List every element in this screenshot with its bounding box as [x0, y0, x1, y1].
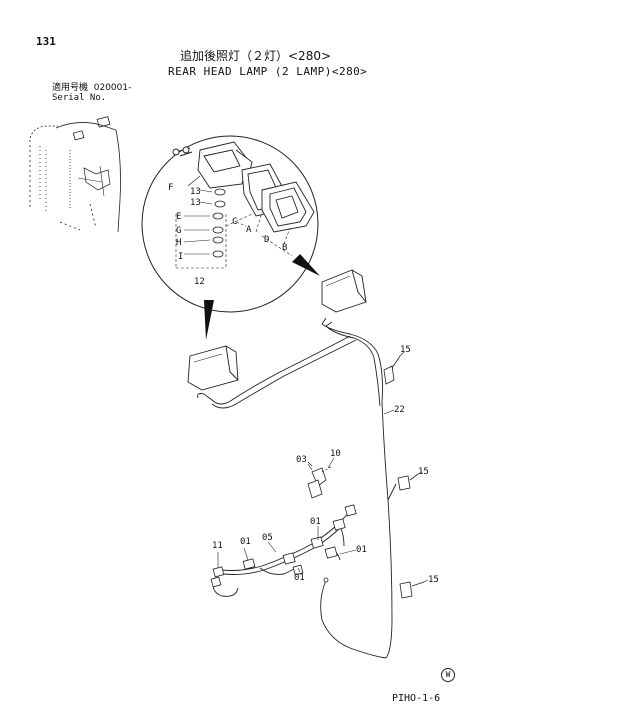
watermark-mark: W	[441, 668, 455, 682]
page-number: 131	[36, 35, 56, 48]
serial-label-en: Serial No.	[52, 93, 107, 103]
harness-22	[197, 317, 397, 659]
callout-01-a: 01	[240, 537, 251, 547]
callout-05: 05	[262, 533, 273, 543]
detail-pointers	[204, 254, 320, 340]
callout-15-top: 15	[400, 345, 411, 355]
lamp-exploded-view	[172, 141, 315, 233]
callout-15-bottom: 15	[428, 575, 439, 585]
callout-01-b: 01	[310, 517, 321, 527]
callout-F: F	[168, 183, 173, 193]
callout-11: 11	[212, 541, 223, 551]
callout-I: I	[178, 252, 183, 262]
callout-01-d: 01	[356, 545, 367, 555]
callout-D: D	[264, 235, 269, 245]
sub-harness-05	[212, 507, 387, 659]
callout-B: B	[282, 243, 287, 253]
callout-H: H	[176, 238, 181, 248]
footer-code: PIHO-1-6	[392, 693, 441, 704]
callout-22: 22	[394, 405, 405, 415]
machine-sketch	[29, 116, 121, 233]
clip-15-top	[383, 355, 401, 385]
callout-13a: 13	[190, 187, 201, 197]
serial-value: 020001-	[93, 83, 132, 93]
left-lamp	[187, 345, 239, 391]
callout-labels: F 13 13 E C G A H D B I 12 15 22 10 03 1…	[168, 183, 439, 585]
callout-12: 12	[194, 277, 205, 287]
title-english: REAR HEAD LAMP (2 LAMP)<280>	[168, 65, 368, 78]
callout-13b: 13	[190, 198, 201, 208]
clip-15-mid	[397, 473, 419, 491]
callout-E: E	[176, 212, 181, 222]
callout-A: A	[246, 225, 252, 235]
callout-G: G	[176, 226, 181, 236]
callout-01-c: 01	[294, 573, 305, 583]
serial-label-jp: 適用号機	[52, 83, 89, 93]
title-japanese: 追加後照灯（２灯）<280>	[180, 49, 332, 63]
detail-leaders	[175, 175, 293, 269]
right-lamp	[321, 269, 367, 313]
washer-stack	[212, 188, 226, 258]
callout-leaders	[217, 351, 429, 583]
callout-C: C	[232, 217, 237, 227]
serial-line-jp: 適用号機 020001-	[52, 84, 131, 93]
callout-15-mid: 15	[418, 467, 429, 477]
switch-assembly	[307, 461, 333, 499]
detail-circle	[141, 135, 319, 313]
clip-15-bottom	[399, 581, 425, 599]
connectors	[210, 504, 357, 588]
callout-10: 10	[330, 449, 341, 459]
callout-03: 03	[296, 455, 307, 465]
